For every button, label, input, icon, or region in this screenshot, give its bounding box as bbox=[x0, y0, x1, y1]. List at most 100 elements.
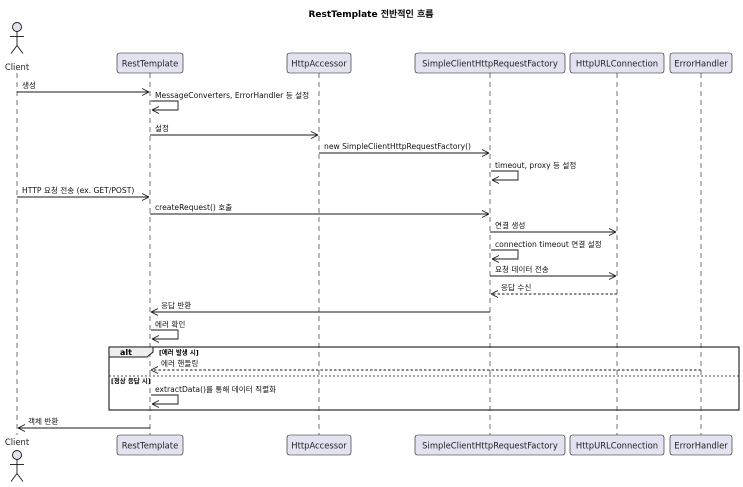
arrowhead-icon bbox=[141, 193, 150, 201]
message-3: 설정 bbox=[150, 123, 319, 139]
participant-box bbox=[414, 434, 566, 456]
arrowhead-icon bbox=[141, 88, 150, 96]
message-line bbox=[151, 100, 179, 111]
participant-box bbox=[569, 434, 665, 456]
actor-leg-right bbox=[16, 45, 24, 54]
message-label: 응답 수신 bbox=[501, 282, 531, 292]
arrowhead-icon bbox=[17, 424, 26, 432]
message-5: timeout, proxy 등 설정 bbox=[491, 160, 576, 184]
message-label: 생성 bbox=[22, 80, 36, 90]
message-14: 에러 핸들링 bbox=[150, 358, 701, 374]
message-label: HTTP 요청 전송 (ex. GET/POST) bbox=[22, 185, 134, 195]
alt-condition-error: [에러 발생 시] bbox=[159, 348, 199, 357]
actor-leg-left bbox=[10, 45, 18, 54]
participant-label: HttpURLConnection bbox=[576, 59, 658, 69]
participant-conn-top: HttpURLConnection bbox=[569, 52, 665, 74]
message-15: extractData()를 통해 데이터 직렬화 bbox=[151, 384, 276, 408]
arrowhead-icon bbox=[310, 131, 319, 139]
alt-condition-ok: [정상 응답 시] bbox=[111, 376, 151, 385]
message-label: MessageConverters, ErrorHandler 등 설정 bbox=[155, 90, 309, 100]
message-7: createRequest() 호출 bbox=[150, 202, 490, 218]
alt-frame: alt [에러 발생 시] [정상 응답 시] bbox=[108, 346, 740, 411]
messages: 생성 MessageConverters, ErrorHandler 등 설정설정… bbox=[17, 80, 701, 432]
alt-frame-border bbox=[108, 346, 740, 411]
actor-leg-left bbox=[10, 473, 18, 482]
participant-rest-top: RestTemplate bbox=[116, 52, 184, 74]
participant-box bbox=[669, 52, 733, 74]
actor-leg-right bbox=[16, 473, 24, 482]
participant-box bbox=[286, 52, 352, 74]
arrowhead-icon bbox=[491, 176, 500, 184]
arrowhead-icon bbox=[491, 255, 500, 263]
message-8: 연결 생성 bbox=[490, 220, 617, 236]
participants-bottom: Client RestTemplate HttpAccessor SimpleClie… bbox=[5, 434, 733, 482]
participant-conn-bottom: HttpURLConnection bbox=[569, 434, 665, 456]
participant-label: ErrorHandler bbox=[674, 59, 728, 69]
participant-err-top: ErrorHandler bbox=[669, 52, 733, 74]
message-label: 설정 bbox=[155, 123, 169, 133]
participant-label: RestTemplate bbox=[122, 59, 178, 69]
actor-client-top: Client bbox=[5, 22, 30, 72]
message-label: 에러 핸들링 bbox=[161, 358, 198, 368]
participant-box bbox=[414, 52, 566, 74]
participant-box bbox=[669, 434, 733, 456]
arrowhead-icon bbox=[481, 210, 490, 218]
message-line bbox=[491, 170, 519, 181]
participant-label: HttpAccessor bbox=[291, 59, 347, 69]
participant-err-bottom: ErrorHandler bbox=[669, 434, 733, 456]
actor-label: Client bbox=[5, 62, 30, 72]
arrowhead-icon bbox=[150, 366, 159, 374]
message-9: connection timeout 연결 설정 bbox=[491, 239, 602, 263]
message-12: 응답 반환 bbox=[150, 300, 490, 316]
message-label: 요청 데이터 전송 bbox=[495, 264, 549, 274]
message-label: timeout, proxy 등 설정 bbox=[495, 160, 576, 170]
participant-label: HttpURLConnection bbox=[576, 441, 658, 451]
participant-fac-top: SimpleClientHttpRequestFactory bbox=[414, 52, 566, 74]
message-10: 요청 데이터 전송 bbox=[490, 264, 617, 280]
message-label: createRequest() 호출 bbox=[155, 202, 232, 212]
arrowhead-icon bbox=[608, 272, 617, 280]
arrowhead-icon bbox=[608, 228, 617, 236]
arrowhead-icon bbox=[151, 335, 160, 343]
lifelines bbox=[16, 73, 702, 435]
message-11: 응답 수신 bbox=[490, 282, 617, 298]
participant-rest-bottom: RestTemplate bbox=[116, 434, 184, 456]
participant-box bbox=[116, 434, 184, 456]
alt-tab bbox=[108, 346, 154, 358]
arrowhead-icon bbox=[151, 106, 160, 114]
message-label: extractData()를 통해 데이터 직렬화 bbox=[155, 384, 276, 394]
participant-box bbox=[569, 52, 665, 74]
participant-box bbox=[116, 52, 184, 74]
actor-client-bottom: Client bbox=[5, 437, 30, 482]
message-6: HTTP 요청 전송 (ex. GET/POST) bbox=[17, 185, 150, 201]
message-label: 에러 확인 bbox=[155, 319, 185, 329]
message-label: new SimpleClientHttpRequestFactory() bbox=[324, 142, 471, 151]
message-1: 생성 bbox=[17, 80, 150, 96]
message-line bbox=[151, 394, 179, 405]
participant-fac-bottom: SimpleClientHttpRequestFactory bbox=[414, 434, 566, 456]
actor-head-icon bbox=[12, 22, 22, 32]
participants-top: Client RestTemplate HttpAccessor SimpleClie… bbox=[5, 22, 733, 74]
arrowhead-icon bbox=[151, 400, 160, 408]
message-label: 응답 반환 bbox=[161, 300, 191, 310]
message-16: 객체 반환 bbox=[17, 416, 150, 432]
message-label: 객체 반환 bbox=[28, 416, 58, 426]
participant-acc-bottom: HttpAccessor bbox=[286, 434, 352, 456]
actor-label: Client bbox=[5, 437, 30, 447]
message-4: new SimpleClientHttpRequestFactory() bbox=[319, 142, 490, 157]
arrowhead-icon bbox=[150, 308, 159, 316]
participant-box bbox=[286, 434, 352, 456]
message-2: MessageConverters, ErrorHandler 등 설정 bbox=[151, 90, 309, 114]
participant-label: SimpleClientHttpRequestFactory bbox=[422, 441, 558, 451]
message-13: 에러 확인 bbox=[151, 319, 185, 343]
participant-label: ErrorHandler bbox=[674, 441, 728, 451]
participant-label: HttpAccessor bbox=[291, 441, 347, 451]
diagram-title: RestTemplate 전반적인 흐름 bbox=[308, 8, 433, 20]
message-label: connection timeout 연결 설정 bbox=[495, 239, 602, 249]
message-line bbox=[151, 329, 179, 340]
message-line bbox=[491, 249, 519, 260]
participant-label: SimpleClientHttpRequestFactory bbox=[422, 59, 558, 69]
alt-keyword: alt bbox=[120, 348, 132, 357]
arrowhead-icon bbox=[481, 149, 490, 157]
